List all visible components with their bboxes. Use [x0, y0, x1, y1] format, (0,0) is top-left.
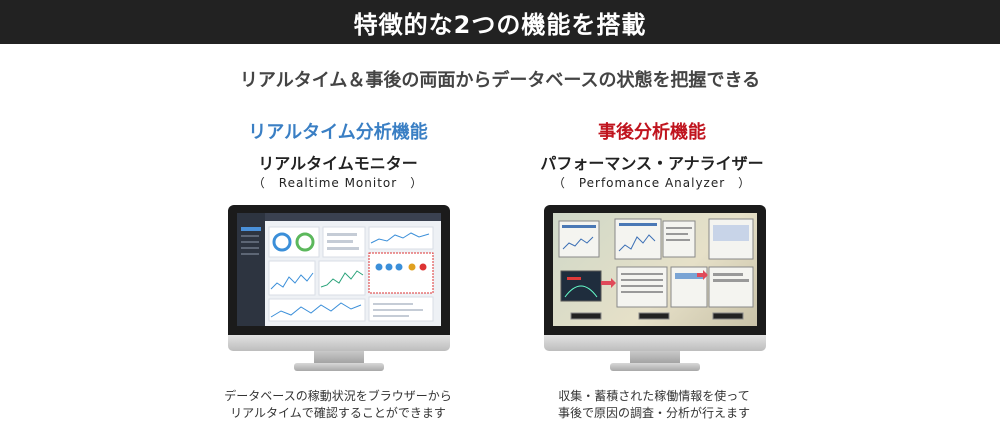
header-banner: 特徴的な2つの機能を搭載: [0, 0, 1000, 44]
tool-name-analyzer: パフォーマンス・アナライザー: [540, 154, 764, 173]
banner-title: 特徴的な2つの機能を搭載: [353, 10, 647, 39]
monitor-bezel: [228, 205, 450, 335]
caption-realtime-line1: データベースの稼動状況をブラウザーから: [224, 389, 452, 403]
caption-realtime-line2: リアルタイムで確認することができます: [230, 406, 446, 420]
monitor-neck: [314, 351, 364, 365]
feature-realtime: リアルタイム分析機能 リアルタイムモニター （ Realtime Monitor…: [188, 118, 488, 192]
monitor-analyzer: [544, 205, 766, 373]
page-subtitle: リアルタイム＆事後の両面からデータベースの状態を把握できる: [239, 70, 761, 91]
dashboard-graphics: [241, 226, 434, 322]
monitor-neck: [630, 351, 680, 365]
caption-analyzer: 収集・蓄積された稼働情報を使って 事後で原因の調査・分析が行えます: [504, 388, 804, 422]
screen-sidebar: [237, 213, 265, 326]
monitor-stand: [294, 363, 384, 371]
caption-analyzer-line1: 収集・蓄積された稼働情報を使って: [558, 389, 750, 403]
monitor-bezel: [544, 205, 766, 335]
feature-heading-realtime: リアルタイム分析機能: [248, 122, 428, 143]
caption-realtime: データベースの稼動状況をブラウザーから リアルタイムで確認することができます: [188, 388, 488, 422]
tool-name-en-realtime: （ Realtime Monitor ）: [252, 176, 424, 190]
monitor-chin: [544, 335, 766, 351]
performance-analyzer-screenshot: [553, 213, 757, 326]
monitor-realtime: [228, 205, 450, 373]
feature-heading-analyzer: 事後分析機能: [598, 122, 706, 143]
feature-analyzer: 事後分析機能 パフォーマンス・アナライザー （ Perfomance Analy…: [502, 118, 802, 192]
screen-topbar: [265, 213, 441, 221]
caption-analyzer-line2: 事後で原因の調査・分析が行えます: [557, 406, 750, 420]
monitor-stand: [610, 363, 700, 371]
monitor-chin: [228, 335, 450, 351]
tool-name-en-analyzer: （ Perfomance Analyzer ）: [552, 176, 752, 190]
realtime-monitor-screenshot: [237, 213, 441, 326]
tool-name-realtime: リアルタイムモニター: [258, 154, 418, 173]
analyzer-graphics: [558, 218, 754, 320]
